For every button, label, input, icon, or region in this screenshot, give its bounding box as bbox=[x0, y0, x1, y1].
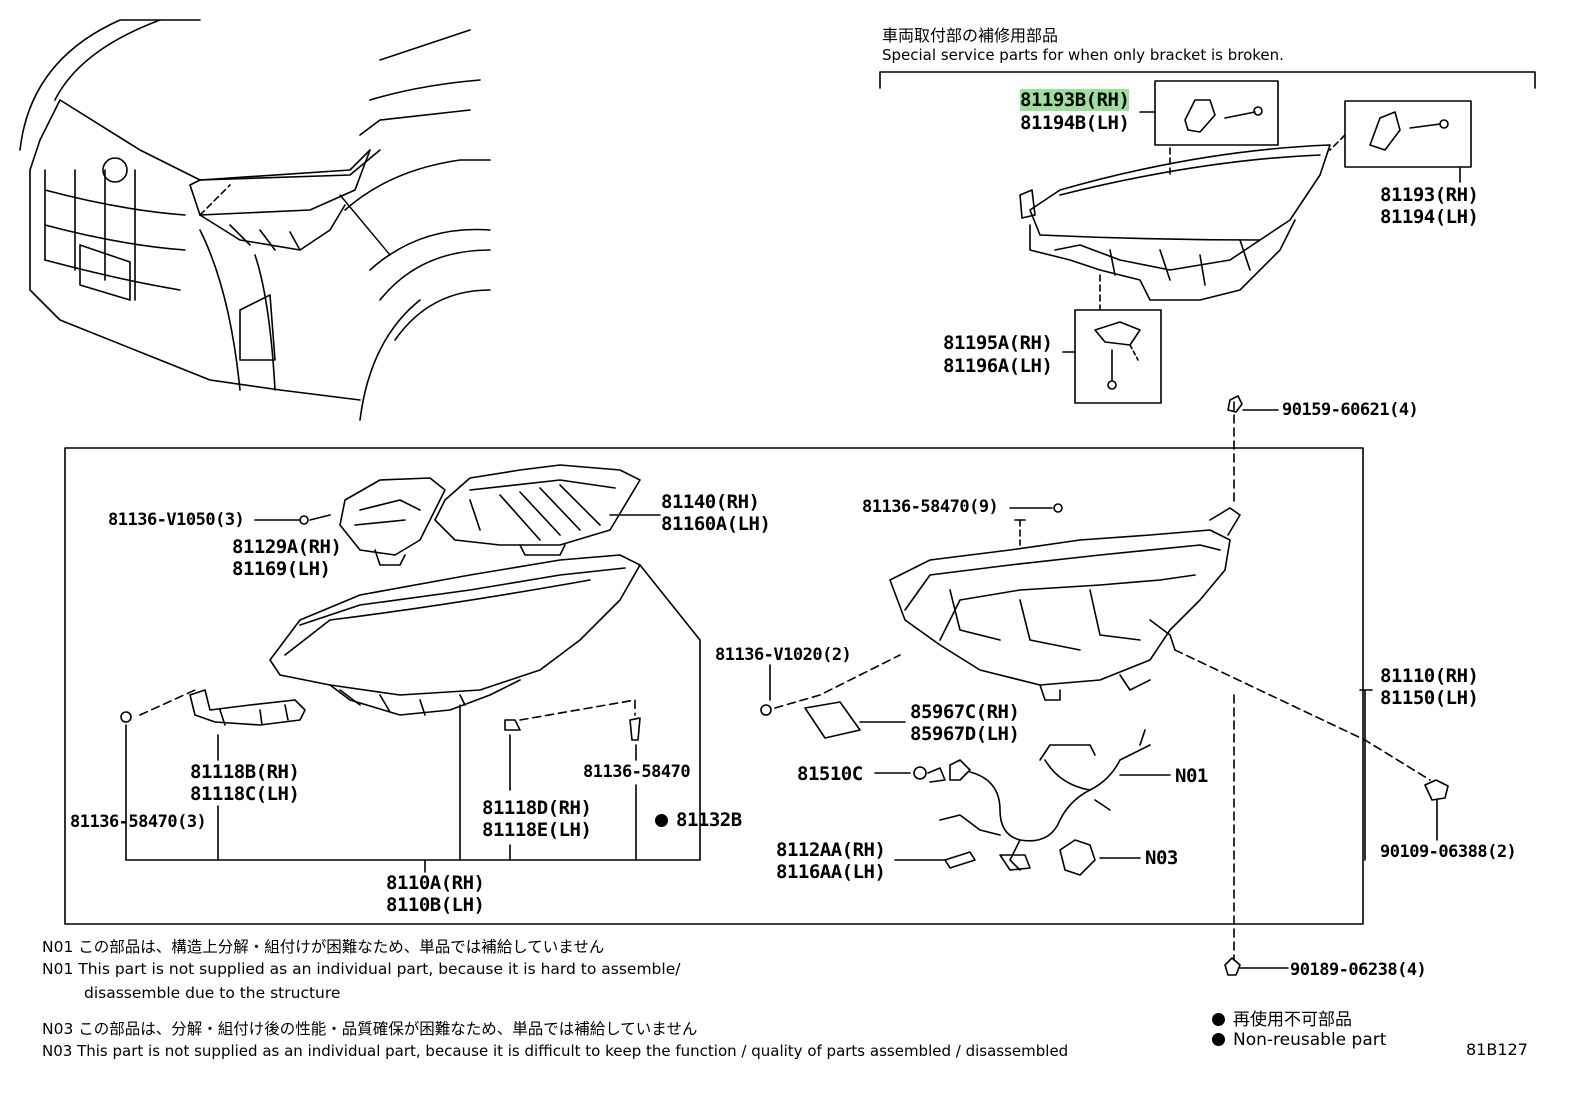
part-81136-V1050[interactable]: 81136-V1050(3) bbox=[108, 510, 245, 530]
main-assembly-frame bbox=[64, 447, 1364, 925]
lens-assembly bbox=[269, 554, 701, 861]
part-81195A-rh[interactable]: 81195A(RH) bbox=[943, 332, 1053, 354]
headlamp-internal-units bbox=[254, 464, 661, 566]
lower-bracket-81118B bbox=[120, 689, 701, 873]
part-81169-lh[interactable]: 81169(LH) bbox=[232, 558, 331, 580]
part-81136-58470-9[interactable]: 81136-58470(9) bbox=[862, 497, 999, 517]
part-81196A-lh[interactable]: 81196A(LH) bbox=[943, 355, 1053, 377]
note-N01-jp: N01 この部品は、構造上分解・組付けが困難なため、単品では補給していません bbox=[42, 938, 605, 956]
part-81193-rh[interactable]: 81193(RH) bbox=[1380, 184, 1479, 206]
part-81193B-rh[interactable]: 81193B(RH) bbox=[1020, 89, 1130, 111]
part-81194-lh[interactable]: 81194(LH) bbox=[1380, 206, 1479, 228]
header-jp: 車両取付部の補修用部品 bbox=[882, 26, 1059, 45]
part-81118D-rh[interactable]: 81118D(RH) bbox=[482, 797, 592, 819]
legend-dot-icon bbox=[1212, 1013, 1225, 1026]
note-ref-N03[interactable]: N03 bbox=[1145, 847, 1178, 869]
part-90109-06388[interactable]: 90109-06388(2) bbox=[1380, 842, 1517, 862]
special-service-bracket bbox=[879, 71, 1536, 404]
part-81136-V1020[interactable]: 81136-V1020(2) bbox=[715, 645, 852, 665]
part-81118B-rh[interactable]: 81118B(RH) bbox=[190, 761, 300, 783]
part-81136-58470[interactable]: 81136-58470 bbox=[583, 762, 691, 782]
part-81129A-rh[interactable]: 81129A(RH) bbox=[232, 536, 342, 558]
part-81132B[interactable]: 81132B bbox=[655, 810, 742, 831]
note-N03-en: N03 This part is not supplied as an indi… bbox=[42, 1042, 1069, 1060]
header-en: Special service parts for when only brac… bbox=[882, 46, 1284, 64]
legend-en-text: Non-reusable part bbox=[1233, 1030, 1387, 1050]
part-81150-lh[interactable]: 81150(LH) bbox=[1380, 687, 1479, 709]
note-N03-jp: N03 この部品は、分解・組付け後の性能・品質確保が困難なため、単品では補給して… bbox=[42, 1020, 698, 1038]
figure-id: 81B127 bbox=[1466, 1040, 1528, 1059]
part-85967C-rh[interactable]: 85967C(RH) bbox=[910, 701, 1020, 723]
part-8110B-lh[interactable]: 8110B(LH) bbox=[386, 894, 485, 916]
legend-jp-text: 再使用不可部品 bbox=[1233, 1010, 1352, 1030]
part-81136-58470-3[interactable]: 81136-58470(3) bbox=[70, 812, 207, 832]
part-8116AA-lh[interactable]: 8116AA(LH) bbox=[776, 861, 886, 883]
vehicle-front-illustration bbox=[19, 19, 491, 421]
part-81194B-lh[interactable]: 81194B(LH) bbox=[1020, 112, 1130, 134]
part-81160A-lh[interactable]: 81160A(LH) bbox=[661, 513, 771, 535]
part-81140-rh[interactable]: 81140(RH) bbox=[661, 491, 760, 513]
note-N01-en-2: disassemble due to the structure bbox=[84, 984, 341, 1002]
legend-dot-icon-en bbox=[1212, 1033, 1225, 1046]
part-81118C-lh[interactable]: 81118C(LH) bbox=[190, 783, 300, 805]
part-81118E-lh[interactable]: 81118E(LH) bbox=[482, 819, 592, 841]
note-ref-N01[interactable]: N01 bbox=[1175, 765, 1208, 787]
non-reusable-dot-icon bbox=[655, 814, 668, 827]
fasteners-right bbox=[1224, 395, 1449, 976]
part-8112AA-rh[interactable]: 8112AA(RH) bbox=[776, 839, 886, 861]
part-81193B-highlight: 81193B(RH) bbox=[1020, 89, 1130, 111]
part-90189-06238[interactable]: 90189-06238(4) bbox=[1290, 960, 1427, 980]
part-81110-rh[interactable]: 81110(RH) bbox=[1380, 665, 1479, 687]
part-8110A-rh[interactable]: 8110A(RH) bbox=[386, 872, 485, 894]
note-N01-en-1: N01 This part is not supplied as an indi… bbox=[42, 960, 681, 978]
part-90159-60621[interactable]: 90159-60621(4) bbox=[1282, 400, 1419, 420]
center-small-parts bbox=[760, 654, 971, 783]
part-85967D-lh[interactable]: 85967D(LH) bbox=[910, 723, 1020, 745]
wire-harness bbox=[894, 729, 1171, 876]
part-81510C[interactable]: 81510C bbox=[797, 763, 863, 785]
headlamp-housing bbox=[889, 503, 1431, 961]
legend-non-reusable-jp: 再使用不可部品 bbox=[1212, 1005, 1352, 1030]
part-81132B-label: 81132B bbox=[676, 809, 742, 831]
legend-non-reusable-en: Non-reusable part bbox=[1212, 1030, 1386, 1050]
leader-lines-top bbox=[1062, 111, 1461, 506]
